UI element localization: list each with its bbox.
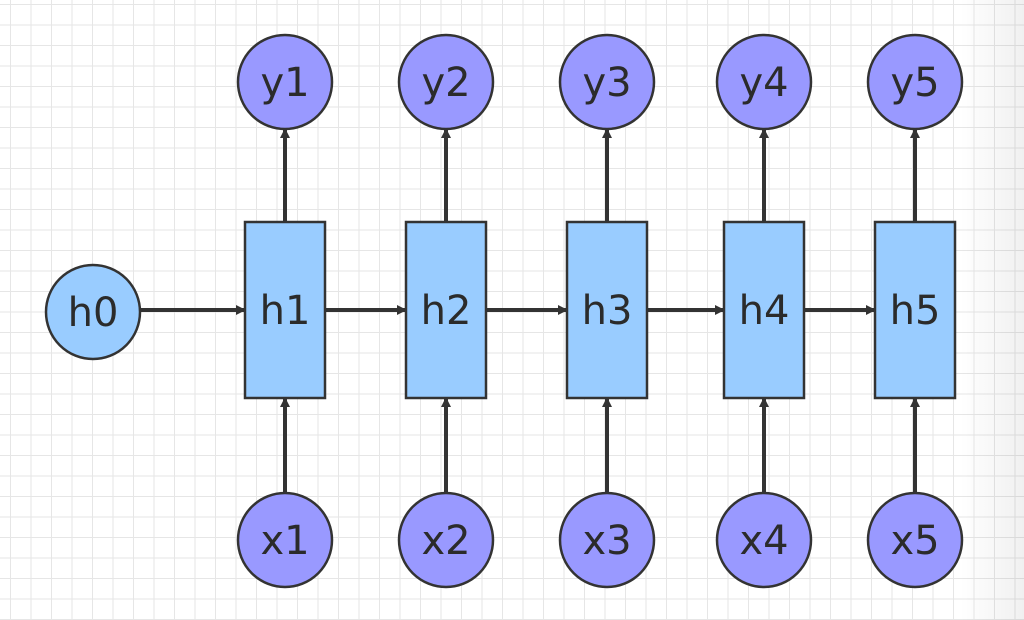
output-circle [866,33,964,131]
node-x3[interactable]: x3 [558,491,656,589]
output-circle [558,33,656,131]
input-circle [866,491,964,589]
node-h2[interactable]: h2 [404,220,488,400]
node-x1[interactable]: x1 [236,491,334,589]
node-h1[interactable]: h1 [243,220,327,400]
input-label: x5 [890,518,939,564]
hidden-state-box [565,220,649,400]
hidden-state-box [873,220,957,400]
node-y5[interactable]: y5 [866,33,964,131]
hidden-state-label: h3 [582,288,633,334]
node-x5[interactable]: x5 [866,491,964,589]
input-label: x3 [582,518,631,564]
input-label: x1 [260,518,309,564]
initial-state-label: h0 [68,290,119,336]
input-label: x2 [421,518,470,564]
output-label: y5 [890,60,939,106]
node-h0[interactable]: h0 [44,263,142,361]
node-y4[interactable]: y4 [715,33,813,131]
node-x4[interactable]: x4 [715,491,813,589]
input-circle [397,491,495,589]
node-y2[interactable]: y2 [397,33,495,131]
output-label: y3 [582,60,631,106]
hidden-state-box [243,220,327,400]
hidden-state-label: h2 [421,288,472,334]
input-circle [558,491,656,589]
node-x2[interactable]: x2 [397,491,495,589]
input-circle [236,491,334,589]
node-y1[interactable]: y1 [236,33,334,131]
hidden-state-label: h1 [260,288,311,334]
node-h3[interactable]: h3 [565,220,649,400]
output-circle [397,33,495,131]
output-label: y4 [739,60,788,106]
initial-state-circle [44,263,142,361]
output-circle [715,33,813,131]
hidden-state-label: h5 [890,288,941,334]
node-y3[interactable]: y3 [558,33,656,131]
input-circle [715,491,813,589]
input-label: x4 [739,518,788,564]
hidden-state-label: h4 [739,288,790,334]
hidden-state-box [404,220,488,400]
node-h5[interactable]: h5 [873,220,957,400]
output-circle [236,33,334,131]
node-h4[interactable]: h4 [722,220,806,400]
output-label: y2 [421,60,470,106]
output-label: y1 [260,60,309,106]
hidden-state-box [722,220,806,400]
